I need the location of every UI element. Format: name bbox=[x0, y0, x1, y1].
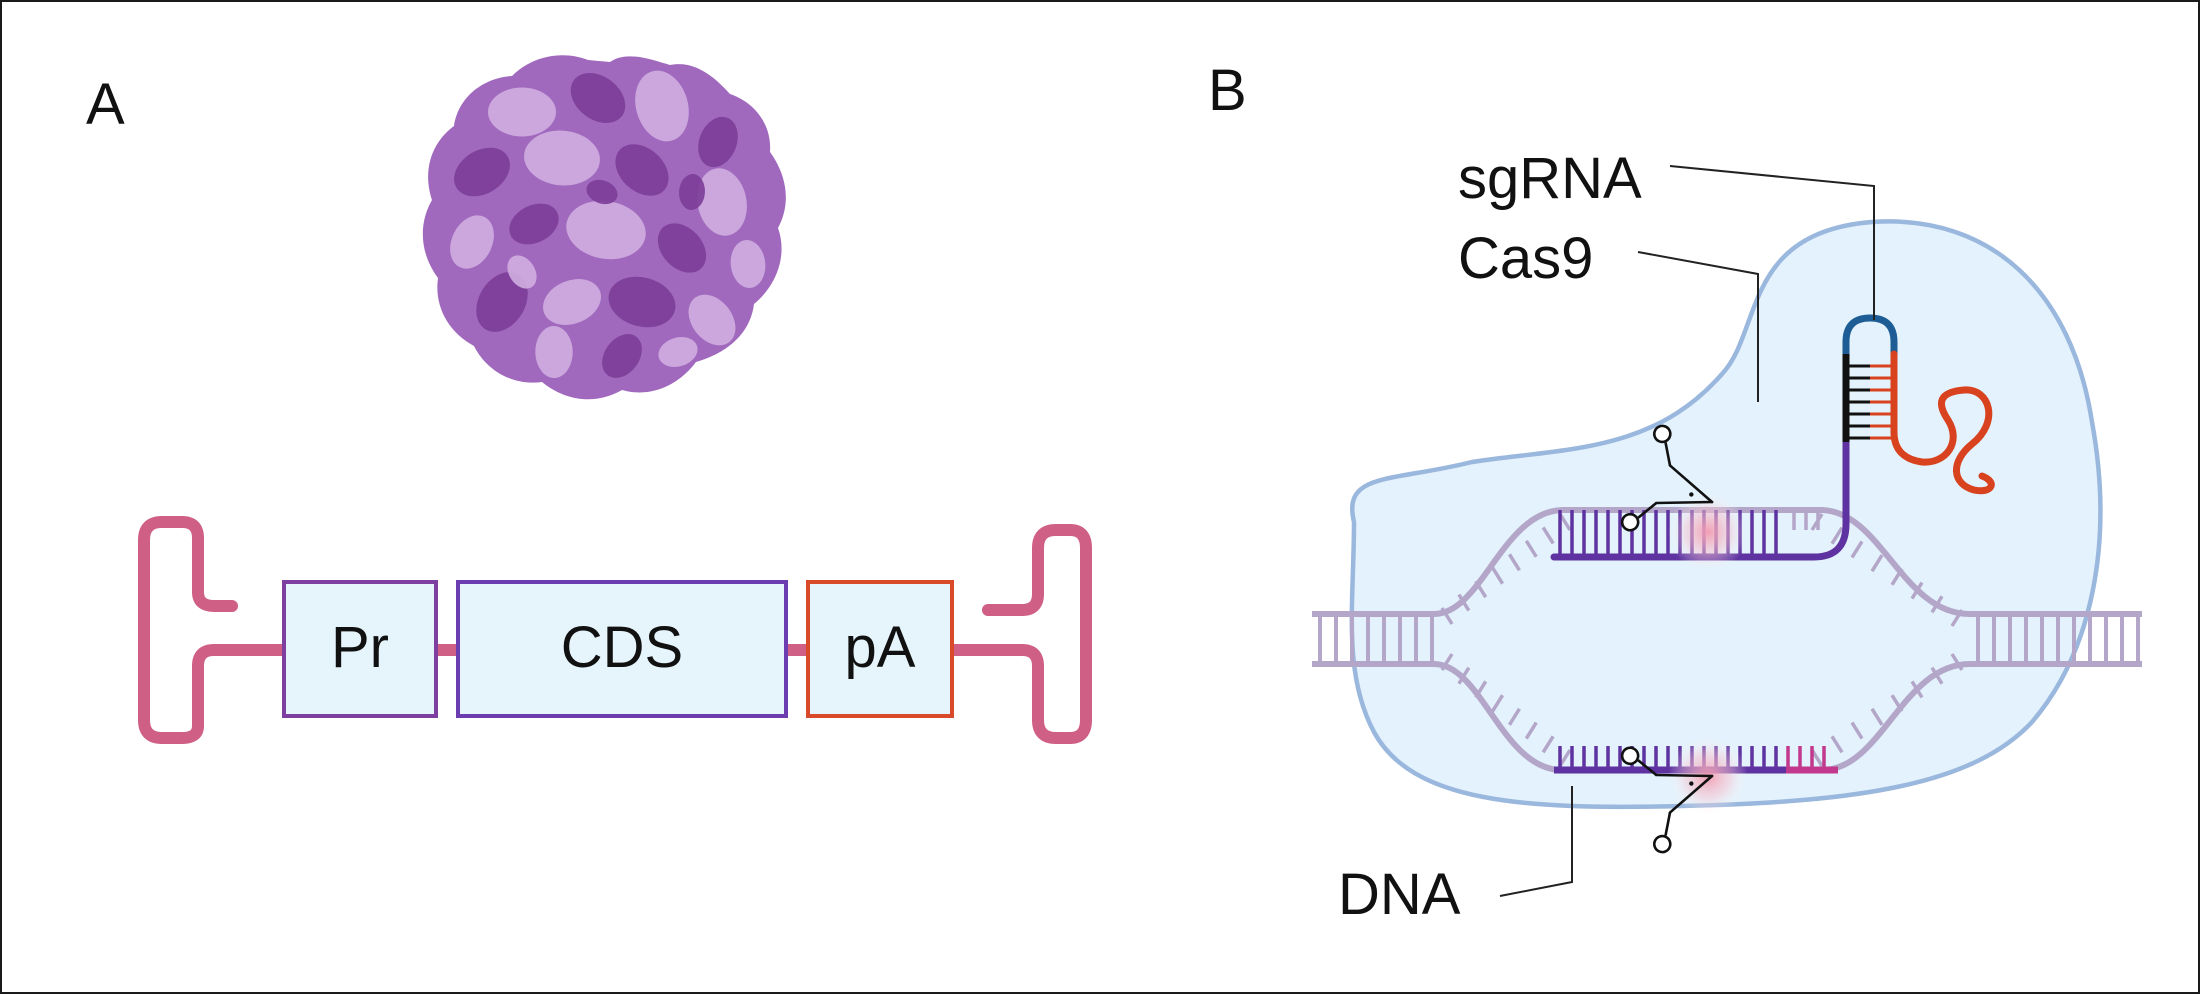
right-itr-hairpin bbox=[946, 524, 1092, 744]
sgrna-tetraloop bbox=[1842, 314, 1898, 358]
sgrna-spacer-strand bbox=[1550, 350, 1850, 561]
cds-box: CDS bbox=[456, 580, 788, 718]
capsid-surface-detail bbox=[450, 70, 766, 378]
cas9-label: Cas9 bbox=[1458, 226, 1593, 291]
polya-box: pA bbox=[806, 580, 954, 718]
polya-label: pA bbox=[845, 615, 916, 680]
dna-label: DNA bbox=[1338, 862, 1461, 927]
promoter-box: Pr bbox=[282, 580, 438, 718]
dna-callout: DNA bbox=[1338, 786, 1573, 927]
sgrna-scaffold bbox=[1890, 350, 1995, 495]
cas9-callout: Cas9 bbox=[1458, 226, 1759, 402]
cds-label: CDS bbox=[561, 615, 683, 680]
sgrna-label: sgRNA bbox=[1458, 146, 1642, 211]
cas9-leader-line bbox=[1637, 251, 1759, 402]
dna-leader-line bbox=[1499, 786, 1573, 897]
sgrna-molecule bbox=[1550, 314, 1995, 561]
sgrna-callout: sgRNA bbox=[1458, 146, 1875, 320]
promoter-label: Pr bbox=[331, 615, 389, 680]
sgrna-stem-pairs bbox=[1848, 364, 1892, 440]
sgrna-leader-line bbox=[1669, 165, 1875, 320]
aav-vector-cassette: Pr CDS pA bbox=[138, 516, 1092, 744]
left-itr-hairpin bbox=[138, 516, 288, 744]
panel-a-letter: A bbox=[86, 72, 125, 137]
aav-capsid-icon bbox=[422, 55, 786, 400]
panel-b-letter: B bbox=[1208, 58, 1247, 123]
cut-site-top-glow bbox=[1668, 492, 1748, 572]
